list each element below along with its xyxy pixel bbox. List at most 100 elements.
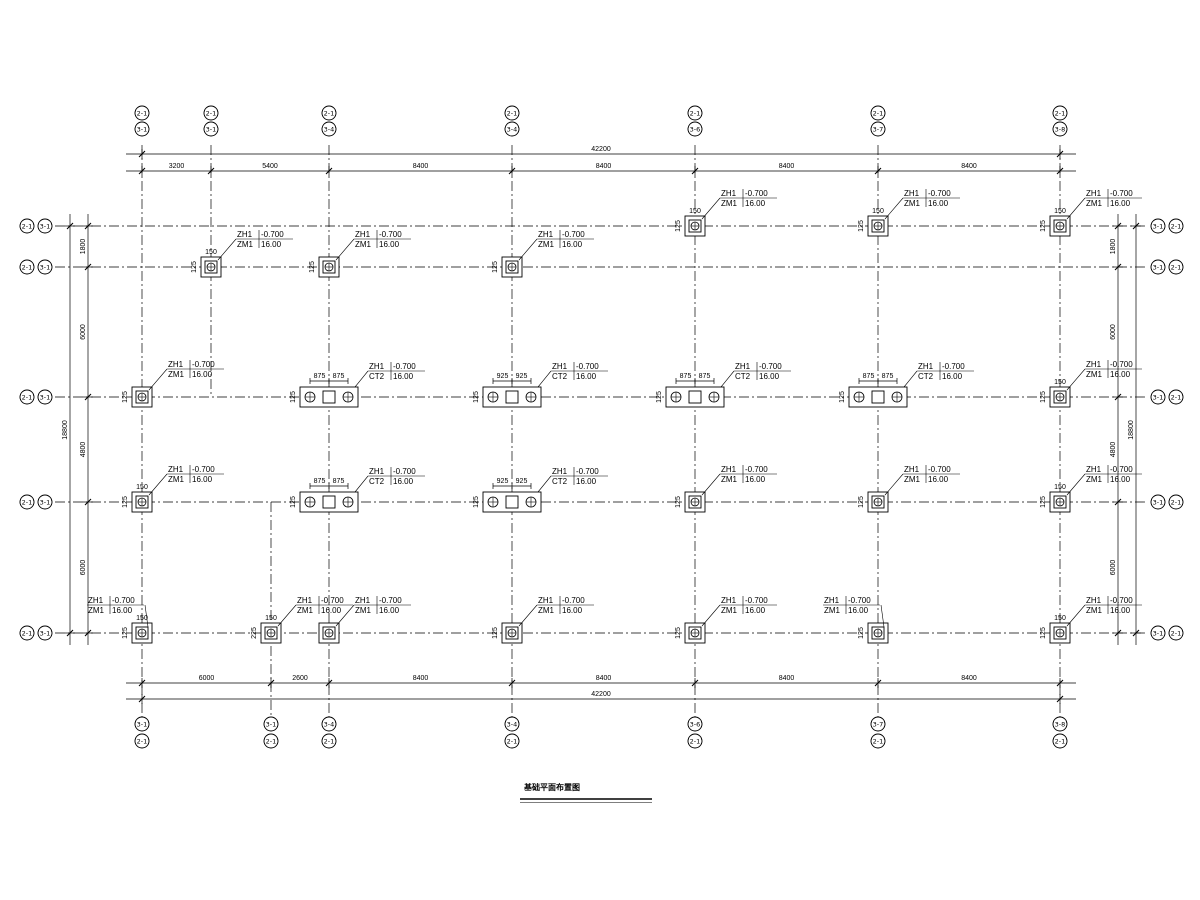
axis-bubble-label: (3-1)	[1150, 498, 1166, 506]
cap-type-label: ZM1	[237, 240, 254, 249]
elevation-label: -0.700	[848, 596, 871, 605]
elevation-label: -0.700	[928, 465, 951, 474]
axis-bubble-label: (2-1)	[19, 263, 35, 271]
axis-bubble-label: (2-1)	[321, 737, 337, 745]
pile-length-label: 16.00	[562, 240, 583, 249]
column-square	[322, 495, 336, 509]
leader-line	[518, 604, 538, 627]
cap-side-dimension: 125	[191, 261, 198, 273]
pile-length-label: 16.00	[745, 606, 766, 615]
axis-bubble	[870, 121, 886, 137]
axis-bubble	[134, 716, 150, 732]
axis-bubble-label: (3-1)	[37, 393, 53, 401]
cap-spacing-dimension: 875	[314, 478, 326, 485]
cap-top-dimension: 150	[689, 208, 701, 215]
cap-spacing-dimension: 925	[497, 373, 509, 380]
axis-bubble	[134, 121, 150, 137]
leader-line	[884, 473, 904, 496]
cap-side-dimension: 125	[675, 220, 682, 232]
cap-type-label: CT2	[552, 372, 568, 381]
elevation-label: -0.700	[393, 362, 416, 371]
axis-lines	[55, 145, 1145, 725]
axis-bubble	[870, 105, 886, 121]
cap-type-label: ZM1	[168, 370, 185, 379]
cap-side-dimension: 125	[1040, 391, 1047, 403]
elevation-label: -0.700	[192, 360, 215, 369]
cap-spacing-dimension: 875	[680, 373, 692, 380]
axis-bubble	[1150, 389, 1166, 405]
cap-side-dimension: 125	[656, 391, 663, 403]
axis-bubble	[203, 105, 219, 121]
dimension-total-text: 42200	[591, 146, 611, 153]
cap-side-dimension: 125	[675, 496, 682, 508]
pile-length-label: 16.00	[576, 372, 597, 381]
axis-bubble	[1052, 105, 1068, 121]
axis-bubble	[504, 733, 520, 749]
dimension-text: 2600	[292, 675, 308, 682]
column-square	[505, 495, 519, 509]
dimension-text: 6000	[1110, 560, 1117, 576]
pile-length-label: 16.00	[745, 475, 766, 484]
axis-bubble-label: (2-1)	[134, 737, 150, 745]
axis-bubbles: (2-1)(3-1)(2-1)(3-1)(2-1)(3-4)(2-1)(3-4)…	[19, 105, 1184, 749]
axis-bubble-label: (3-4)	[321, 720, 337, 728]
axis-bubble-label: (2-1)	[870, 109, 886, 117]
dimension-total-text: 18800	[62, 420, 69, 440]
leader-line	[518, 238, 538, 261]
pile-length-label: 16.00	[928, 199, 949, 208]
axis-bubble-label: (3-1)	[134, 720, 150, 728]
axis-bubble	[687, 733, 703, 749]
axis-bubble-label: (2-1)	[1168, 498, 1184, 506]
pile-length-label: 16.00	[192, 370, 213, 379]
elevation-label: -0.700	[576, 362, 599, 371]
axis-bubble	[1150, 259, 1166, 275]
axis-bubble	[687, 121, 703, 137]
elevation-label: -0.700	[112, 596, 135, 605]
elevation-label: -0.700	[261, 230, 284, 239]
leader-line	[144, 604, 149, 628]
pile-type-label: ZH1	[721, 596, 737, 605]
pile-type-label: ZH1	[918, 362, 934, 371]
axis-bubble-label: (3-1)	[203, 125, 219, 133]
axis-bubble-label: (2-1)	[687, 109, 703, 117]
axis-bubble-label: (2-1)	[1052, 737, 1068, 745]
pile-type-label: ZH1	[297, 596, 313, 605]
axis-bubble	[870, 733, 886, 749]
pile-type-label: ZH1	[1086, 360, 1102, 369]
axis-bubble-label: (2-1)	[134, 109, 150, 117]
pile-length-label: 16.00	[112, 606, 133, 615]
leader-line	[701, 604, 721, 627]
axis-bubble	[687, 716, 703, 732]
cap-type-label: ZM1	[297, 606, 314, 615]
cap-side-dimension: 125	[473, 496, 480, 508]
dimension-text: 8400	[596, 675, 612, 682]
axis-bubble-label: (3-1)	[1150, 629, 1166, 637]
axis-bubble	[263, 716, 279, 732]
elevation-label: -0.700	[393, 467, 416, 476]
cap-type-label: ZM1	[168, 475, 185, 484]
cap-side-dimension: 225	[251, 627, 258, 639]
axis-bubble-label: (2-1)	[1052, 109, 1068, 117]
axis-bubble-label: (2-1)	[687, 737, 703, 745]
pile-length-label: 16.00	[1110, 606, 1131, 615]
cap-type-label: ZM1	[721, 475, 738, 484]
leader-line	[884, 197, 904, 220]
pile-type-label: ZH1	[355, 596, 371, 605]
axis-bubble-label: (2-1)	[504, 109, 520, 117]
elevation-label: -0.700	[562, 596, 585, 605]
axis-bubble	[504, 105, 520, 121]
cap-side-dimension: 125	[1040, 627, 1047, 639]
axis-bubble-label: (3-4)	[504, 125, 520, 133]
axis-bubble-label: (3-6)	[687, 125, 703, 133]
axis-bubble	[687, 105, 703, 121]
cap-top-dimension: 150	[136, 615, 148, 622]
cap-spacing-dimension: 925	[516, 478, 528, 485]
dimension-text: 1800	[80, 239, 87, 255]
cap-type-label: CT2	[552, 477, 568, 486]
